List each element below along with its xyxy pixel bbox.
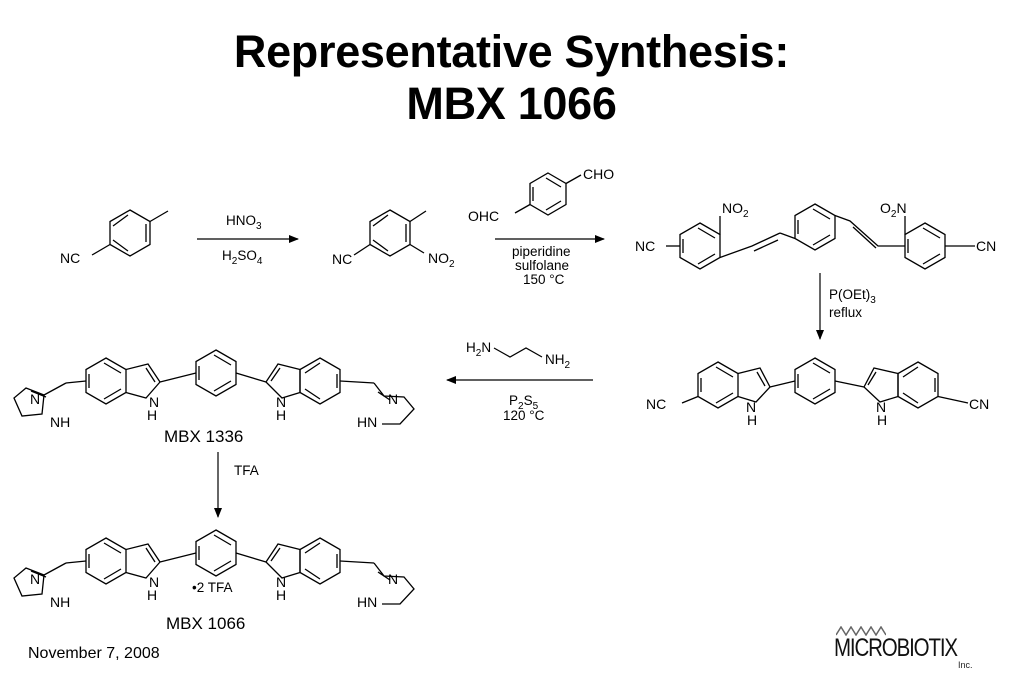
reagent-p2s5: P2S5 [509, 393, 539, 412]
atom-hn-5d: HN [357, 414, 377, 430]
atom-nc-4: NC [646, 396, 666, 412]
atom-h-5c: H [276, 407, 286, 423]
compound-bisindole-dinitrile [681, 357, 969, 409]
compound-dinitro-distyrylbenzene [666, 203, 975, 270]
atom-h-4a: H [747, 412, 757, 428]
reagent-h2so4: H2SO4 [222, 248, 263, 267]
compound-p-tolunitrile [91, 209, 169, 257]
atom-n-4a: N [746, 399, 756, 415]
atom-h-4b: H [877, 412, 887, 428]
atom-hn-6d: HN [357, 594, 377, 610]
reagent-sulfolane: sulfolane [515, 258, 569, 273]
atom-n-5c: N [276, 394, 286, 410]
reagent-nh2: NH2 [545, 352, 571, 371]
atom-h-6b: H [147, 587, 157, 603]
reagent-temp-120: 120 °C [503, 408, 545, 423]
slide-title: Representative Synthesis: MBX 1066 [0, 26, 1023, 130]
reagent-tfa: TFA [234, 463, 259, 478]
atom-n-4b: N [876, 399, 886, 415]
label-mbx1336: MBX 1336 [164, 427, 243, 446]
atom-h-5b: H [147, 407, 157, 423]
label-salt: •2 TFA [192, 580, 233, 595]
reagent-poet3: P(OEt)3 [829, 287, 876, 306]
atom-ohc: OHC [468, 208, 499, 224]
reagent-terephthalaldehyde [514, 172, 582, 216]
atom-n-6d: N [388, 571, 398, 587]
compound-mbx1336-structure [13, 349, 415, 425]
atom-nh-6a: NH [50, 594, 70, 610]
title-line-1: Representative Synthesis: [233, 26, 790, 77]
atom-no2-3: NO2 [722, 200, 749, 220]
atom-n-6c: N [276, 574, 286, 590]
reagent-temp-150: 150 °C [523, 272, 565, 287]
atom-h-6c: H [276, 587, 286, 603]
reagent-piperidine: piperidine [512, 244, 571, 259]
atom-cn-3: CN [976, 238, 996, 254]
atom-nc-3: NC [635, 238, 655, 254]
atom-o2n-3: O2N [880, 200, 907, 220]
label-mbx1066: MBX 1066 [166, 614, 245, 633]
compound-mbx1066-structure [13, 529, 415, 605]
microbiotix-logo: MICROBIOTIX Inc. [832, 624, 982, 674]
atom-n-6a: N [30, 571, 40, 587]
reagent-ethylenediamine: H2N [466, 340, 491, 359]
ethylenediamine-chain [493, 347, 543, 358]
atom-cn-4: CN [969, 396, 989, 412]
atom-n-6b: N [149, 574, 159, 590]
reagent-reflux: reflux [829, 305, 862, 320]
atom-nc-2: NC [332, 251, 352, 267]
reagent-hno3: HNO3 [226, 213, 262, 232]
atom-nh-5a: NH [50, 414, 70, 430]
atom-n-5a: N [30, 391, 40, 407]
compound-nitro-tolunitrile [353, 209, 427, 257]
atom-nc-1: NC [60, 250, 80, 266]
logo-text: MICROBIOTIX [834, 634, 958, 662]
title-line-2: MBX 1066 [406, 78, 617, 129]
logo-zigzag-icon [836, 626, 886, 636]
atom-no2-2: NO2 [428, 250, 455, 270]
slide-date: November 7, 2008 [28, 645, 160, 662]
atom-cho: CHO [583, 166, 614, 182]
atom-n-5b: N [149, 394, 159, 410]
atom-n-5d: N [388, 391, 398, 407]
logo-inc: Inc. [958, 660, 973, 670]
